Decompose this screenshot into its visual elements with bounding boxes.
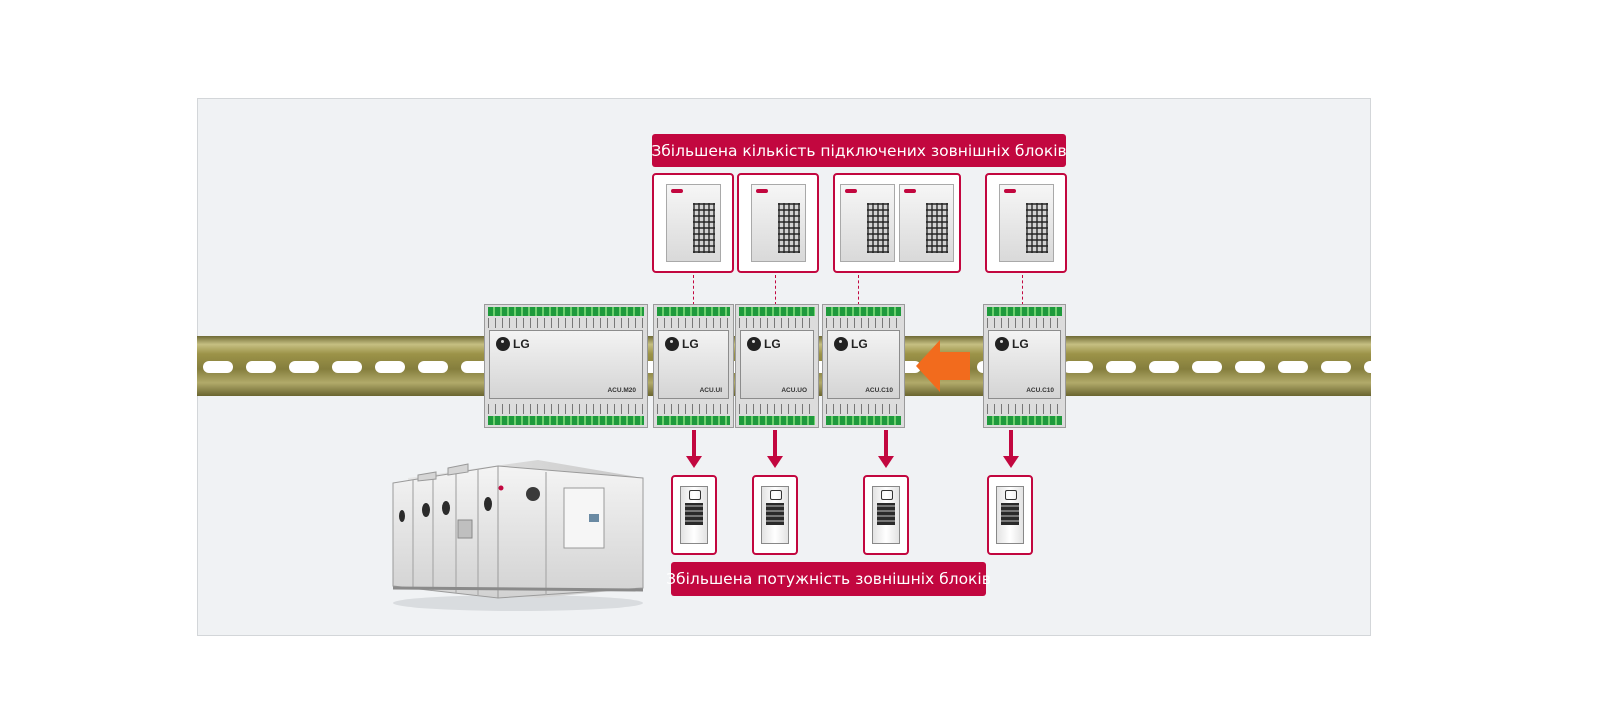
module-model-label: ACU.M20: [607, 387, 636, 394]
controller-module-4: LG ACU.C10: [822, 304, 905, 428]
outdoor-unit-box-4: [985, 173, 1067, 273]
lg-logo-icon: [747, 337, 761, 351]
valve-kit-box-2: [752, 475, 798, 555]
lg-logo-icon: [834, 337, 848, 351]
lg-logo-icon: [496, 337, 510, 351]
outdoor-unit-icon: [899, 184, 954, 262]
valve-kit-icon: [872, 486, 900, 544]
lg-logo-icon: [995, 337, 1009, 351]
outdoor-unit-icon: [750, 184, 806, 262]
rail-slot: [1063, 361, 1093, 373]
rail-slot: [1106, 361, 1136, 373]
controller-module-5: LG ACU.C10: [983, 304, 1066, 428]
module-model-label: ACU.UI: [699, 387, 722, 394]
brand-label: LG: [1012, 337, 1029, 351]
connector-line: [858, 275, 859, 305]
valve-kit-box-4: [987, 475, 1033, 555]
lg-logo-icon: [665, 337, 679, 351]
rail-slot: [1192, 361, 1222, 373]
rail-slot: [418, 361, 448, 373]
outdoor-capacity-banner: Збільшена потужність зовнішніх блоків: [666, 562, 991, 596]
brand-label: LG: [851, 337, 868, 351]
rail-slot: [1235, 361, 1265, 373]
controller-module-3: LG ACU.UO: [735, 304, 819, 428]
module-model-label: ACU.C10: [865, 387, 893, 394]
brand-label: LG: [764, 337, 781, 351]
outdoor-unit-box-3: [833, 173, 961, 273]
valve-kit-box-1: [671, 475, 717, 555]
rail-slot: [203, 361, 233, 373]
rail-slot: [1321, 361, 1351, 373]
outdoor-unit-box-2: [737, 173, 819, 273]
brand-label: LG: [513, 337, 530, 351]
rail-slot: [289, 361, 319, 373]
rail-slot: [1278, 361, 1308, 373]
outdoor-unit-icon: [665, 184, 721, 262]
valve-kit-icon: [761, 486, 789, 544]
rail-slot: [1149, 361, 1179, 373]
left-arrow-icon: [916, 340, 970, 392]
connector-line: [693, 275, 694, 305]
valve-kit-box-3: [863, 475, 909, 555]
module-model-label: ACU.C10: [1026, 387, 1054, 394]
controller-module-2: LG ACU.UI: [653, 304, 734, 428]
rail-slot: [1364, 361, 1394, 373]
brand-label: LG: [682, 337, 699, 351]
connector-line: [1022, 275, 1023, 305]
outdoor-unit-icon: [840, 184, 895, 262]
outdoor-unit-box-1: [652, 173, 734, 273]
ahu-icon: [392, 460, 644, 611]
rail-slot: [461, 361, 491, 373]
rail-slot: [375, 361, 405, 373]
rail-slot: [332, 361, 362, 373]
valve-kit-icon: [680, 486, 708, 544]
connector-line: [775, 275, 776, 305]
controller-module-1: LG ACU.M20: [484, 304, 648, 428]
valve-kit-icon: [996, 486, 1024, 544]
connected-outdoor-units-banner: Збільшена кількість підключених зовнішні…: [651, 134, 1067, 167]
module-model-label: ACU.UO: [781, 387, 807, 394]
rail-slot: [246, 361, 276, 373]
outdoor-unit-icon: [998, 184, 1054, 262]
